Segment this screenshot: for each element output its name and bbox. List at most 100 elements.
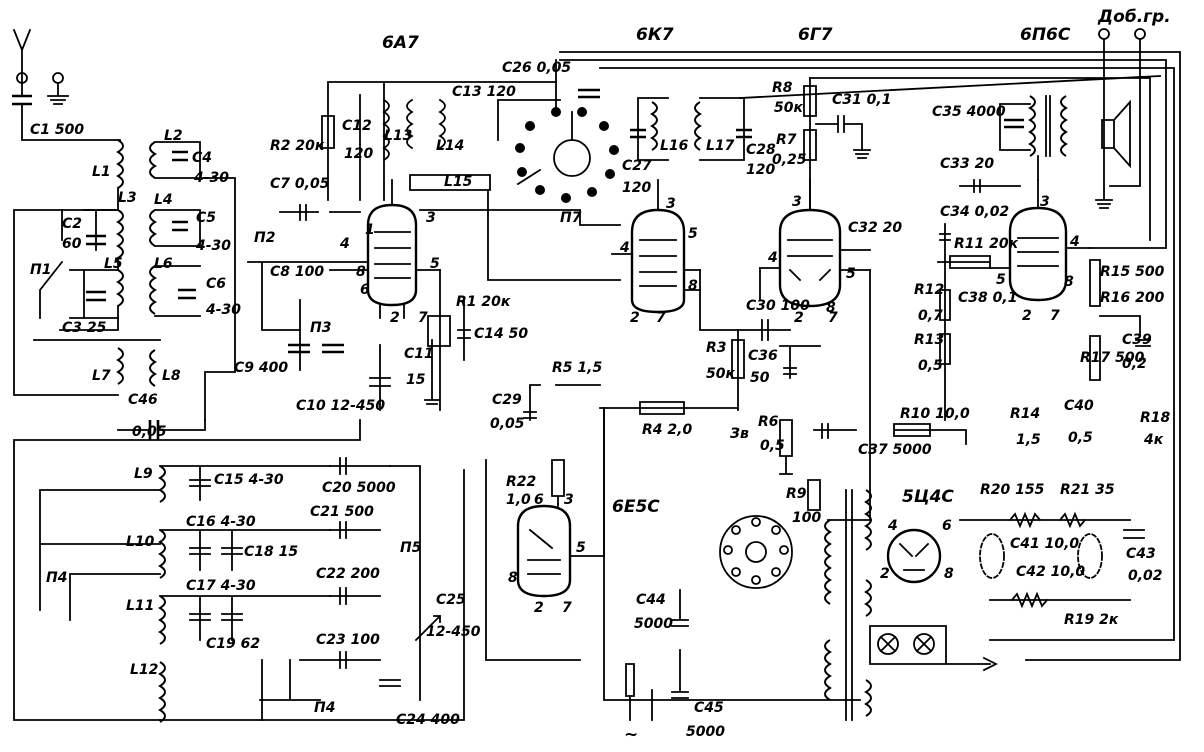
- label-c9: C9 400: [234, 360, 288, 376]
- tube-6g7: [759, 179, 871, 308]
- label-r13: R13: [914, 332, 944, 348]
- label-l4: L4: [154, 192, 173, 208]
- label-p5: П5: [400, 540, 422, 556]
- label-r7: R7: [776, 132, 797, 148]
- label-r18-value: 4к: [1143, 432, 1164, 448]
- label-l8: L8: [162, 368, 181, 384]
- capacitor-c26: [578, 88, 600, 99]
- label-c39-value: 0,2: [1122, 356, 1147, 372]
- pin-6e5s-7: 7: [562, 600, 572, 616]
- if-transformer-1: [630, 97, 752, 161]
- input-capacitor: [12, 94, 121, 141]
- label-dobgr: Доб.гр.: [1097, 7, 1171, 27]
- pin-6g7-4: 4: [767, 250, 778, 266]
- label-r2: R2 20к: [270, 138, 325, 154]
- label-r19: R19 2к: [1064, 612, 1119, 628]
- pin-6p6s-5: 5: [996, 272, 1006, 288]
- mixer-circuit: [247, 81, 557, 411]
- tube-6a7: [329, 179, 441, 319]
- pin-6p6s-2: 2: [1022, 308, 1032, 324]
- label-c6: C6: [206, 276, 226, 292]
- label-r18: R18: [1140, 410, 1171, 426]
- pin-6e5s-3: 3: [564, 492, 574, 508]
- label-l2: L2: [164, 128, 183, 144]
- label-r13-value: 0,5: [918, 358, 943, 374]
- label-r11: R11 20к: [954, 236, 1019, 252]
- octal-socket: [719, 515, 793, 589]
- label-l9: L9: [134, 466, 153, 482]
- pin-6a7-5: 5: [430, 256, 440, 272]
- label-c4-value: 4-30: [193, 170, 229, 186]
- pin-6p6s-3: 3: [1040, 194, 1050, 210]
- pin-6k7-5: 5: [688, 226, 698, 242]
- label-l13: L13: [384, 128, 412, 144]
- label-c2: C2: [62, 216, 82, 232]
- tube-label-6g7: 6Г7: [798, 25, 833, 45]
- ground-terminal-icon: [47, 72, 69, 105]
- label-l17: L17: [706, 138, 735, 154]
- pin-6e5s-2: 2: [534, 600, 544, 616]
- label-c44: C44: [636, 592, 666, 608]
- label-c20: C20 5000: [322, 480, 396, 496]
- label-r1: R1 20к: [456, 294, 511, 310]
- label-r9-value: 100: [792, 510, 821, 526]
- label-c7: C7 0,05: [270, 176, 330, 192]
- label-c44-value: 5000: [634, 616, 673, 632]
- label-c36-value: 50: [750, 370, 770, 386]
- label-c13: C13 120: [452, 84, 516, 100]
- label-r8: R8: [772, 80, 793, 96]
- power-transformer: [824, 489, 872, 721]
- label-c45-value: 5000: [686, 724, 725, 740]
- pin-6a7-2: 2: [390, 310, 400, 326]
- bus-wires: [419, 51, 1181, 701]
- pin-6k7-3: 3: [666, 196, 676, 212]
- label-c15: C15 4-30: [214, 472, 284, 488]
- label-c24: C24 400: [396, 712, 460, 728]
- tube-6p6s: [989, 179, 1091, 302]
- label-r20: R20 155: [980, 482, 1045, 498]
- label-c22: C22 200: [316, 566, 380, 582]
- pin-5c4s-8: 8: [944, 566, 954, 582]
- label-c8: C8 100: [270, 264, 324, 280]
- label-r10: R10 10,0: [900, 406, 970, 422]
- pin-6k7-8: 8: [688, 278, 698, 294]
- band-switch-p7: [515, 81, 619, 203]
- label-r9: R9: [786, 486, 807, 502]
- pin-6p6s-8: 8: [1064, 274, 1074, 290]
- label-r3: R3: [706, 340, 727, 356]
- pin-6a7-4: 4: [339, 236, 350, 252]
- tube-label-5c4s: 5Ц4С: [902, 487, 954, 507]
- pin-5c4s-4: 4: [887, 518, 898, 534]
- label-r12: R12: [914, 282, 944, 298]
- coil-bank-input: [13, 139, 236, 421]
- label-c18: C18 15: [244, 544, 298, 560]
- label-c26: C26 0,05: [502, 60, 571, 76]
- pin-6a7-8: 8: [356, 264, 366, 280]
- label-c40-value: 0,5: [1068, 430, 1093, 446]
- pin-6g7-5: 5: [846, 266, 856, 282]
- label-l7: L7: [92, 368, 111, 384]
- tube-label-6k7: 6К7: [636, 25, 674, 45]
- label-c23: C23 100: [316, 632, 380, 648]
- label-l3: L3: [118, 190, 137, 206]
- pin-6a7-3: 3: [426, 210, 436, 226]
- label-c46: C46: [128, 392, 158, 408]
- pin-6p6s-7: 7: [1050, 308, 1060, 324]
- label-c28: C28: [746, 142, 776, 158]
- label-p4b: П4: [314, 700, 335, 716]
- label-r6-value: 0,5: [760, 438, 785, 454]
- label-c35: C35 4000: [932, 104, 1006, 120]
- label-c25-value: 12-450: [426, 624, 481, 640]
- label-zv: Зв: [730, 426, 749, 442]
- label-r14-value: 1,5: [1016, 432, 1041, 448]
- extra-speaker-terminals: [1095, 28, 1146, 209]
- antenna-icon: [12, 28, 32, 97]
- label-c33: C33 20: [940, 156, 994, 172]
- pin-6a7-7: 7: [418, 310, 428, 326]
- label-c25: C25: [436, 592, 466, 608]
- label-c27-value: 120: [622, 180, 651, 196]
- label-c12-value: 120: [344, 146, 373, 162]
- af-wiring: [523, 319, 967, 511]
- label-c4: C4: [192, 150, 212, 166]
- label-c5-value: 4-30: [195, 238, 231, 254]
